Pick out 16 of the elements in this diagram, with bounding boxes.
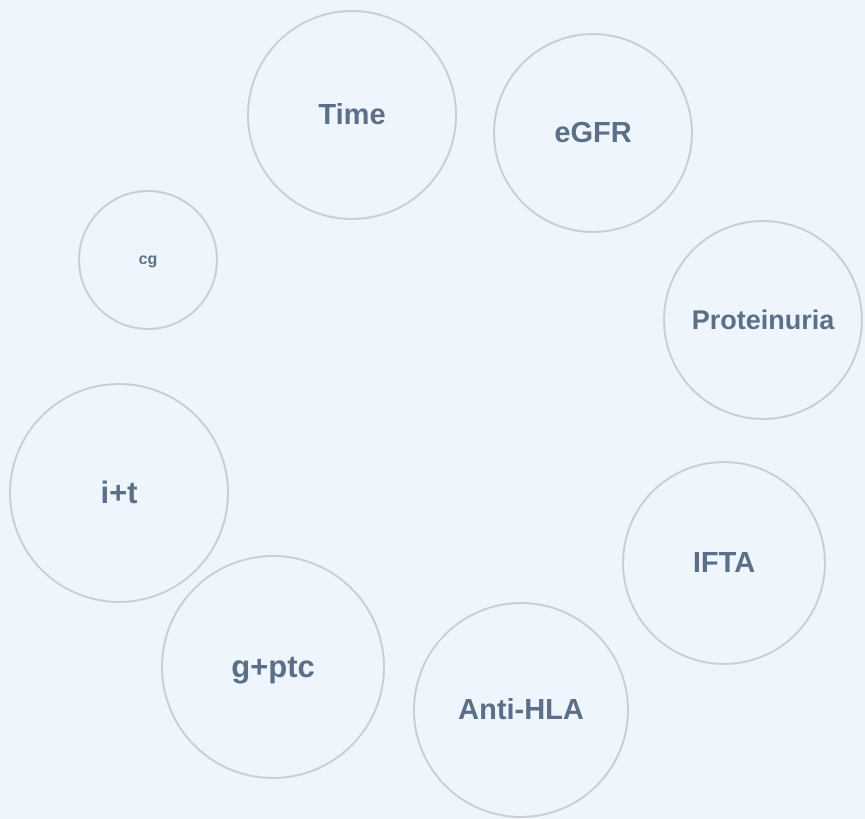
circle-label: g+ptc bbox=[231, 649, 315, 685]
circle-label: Time bbox=[318, 98, 386, 132]
circle-label: eGFR bbox=[554, 116, 632, 150]
category-circle bbox=[622, 461, 826, 665]
circle-label: Proteinuria bbox=[692, 304, 834, 336]
category-circle bbox=[247, 10, 457, 220]
category-circle bbox=[493, 33, 693, 233]
circle-label: Anti-HLA bbox=[458, 694, 584, 726]
category-circle bbox=[663, 220, 863, 420]
category-circle bbox=[9, 383, 229, 603]
category-circle bbox=[161, 555, 385, 779]
circle-label: cg bbox=[138, 251, 158, 269]
circle-label: IFTA bbox=[692, 546, 756, 580]
category-circle bbox=[78, 190, 218, 330]
category-circle bbox=[413, 602, 629, 818]
circle-label: i+t bbox=[100, 475, 138, 511]
